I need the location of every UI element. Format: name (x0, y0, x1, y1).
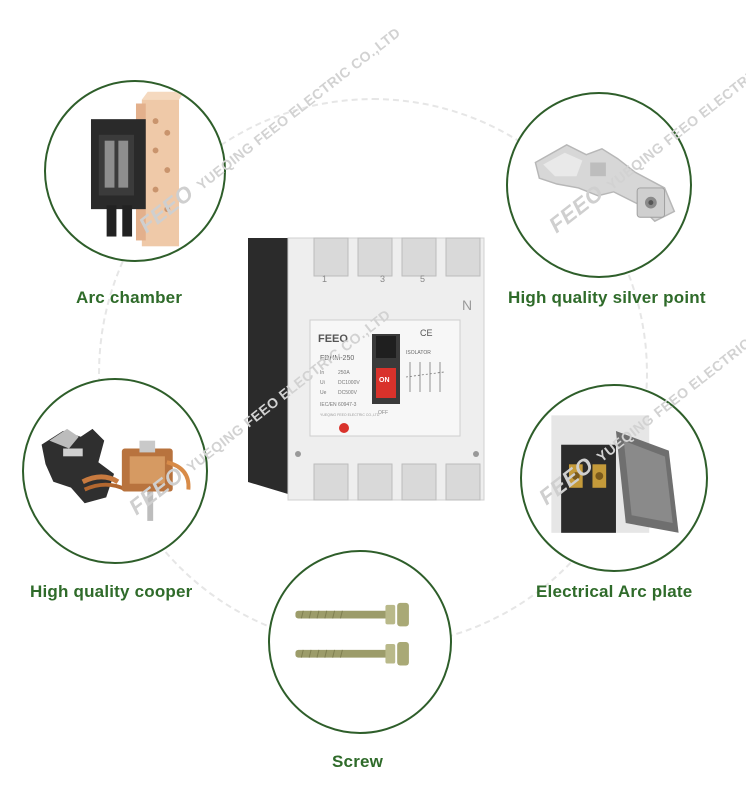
arc-chamber-caption: Arc chamber (76, 288, 183, 307)
handle-on-text: ON (379, 377, 390, 384)
label-standard: IEC/EN 60947-3 (320, 402, 357, 408)
neutral-mark: N (462, 297, 472, 313)
arc-chamber-image (90, 91, 185, 247)
terminal-number-1: 1 (322, 274, 327, 284)
label-brand: FEEO (318, 333, 348, 345)
screw-caption: Screw (332, 752, 384, 771)
label-rating-prefix-2: Ui (320, 380, 325, 386)
silver-point-image (534, 144, 676, 223)
label-rating-prefix-3: Ue (320, 390, 327, 396)
label-rating-3: DC500V (338, 390, 358, 396)
label-maker-line: YUEQING FEEO ELECTRIC CO.,LTD (320, 413, 380, 417)
arc-plate-bubble (520, 384, 708, 572)
silver-point-caption: High quality silver point (508, 288, 706, 307)
screw-bubble (268, 550, 452, 734)
label-rating-2: DC1000V (338, 380, 360, 386)
isolator-text: ISOLATOR (406, 350, 431, 356)
silver-point-bubble (506, 92, 692, 278)
label-model: FDHM-250 (320, 355, 354, 362)
arc-plate-caption: Electrical Arc plate (536, 582, 693, 601)
arc-chamber-bubble (44, 80, 226, 262)
terminal-number-5: 5 (420, 274, 425, 284)
cooper-caption: High quality cooper (30, 582, 193, 601)
ce-mark: CE (420, 328, 433, 338)
label-rating-prefix-1: In (320, 370, 324, 376)
cooper-bubble (22, 378, 208, 564)
screw-image (295, 602, 409, 666)
switch-product-image: 1 3 5 N FEEO FDHM-250 In 250A Ui DC1000V… (240, 232, 500, 512)
handle-off-text: OFF (378, 410, 388, 416)
label-rating-1: 250A (338, 370, 350, 376)
cooper-image (41, 428, 191, 521)
arc-plate-image (551, 415, 679, 533)
terminal-number-3: 3 (380, 274, 385, 284)
